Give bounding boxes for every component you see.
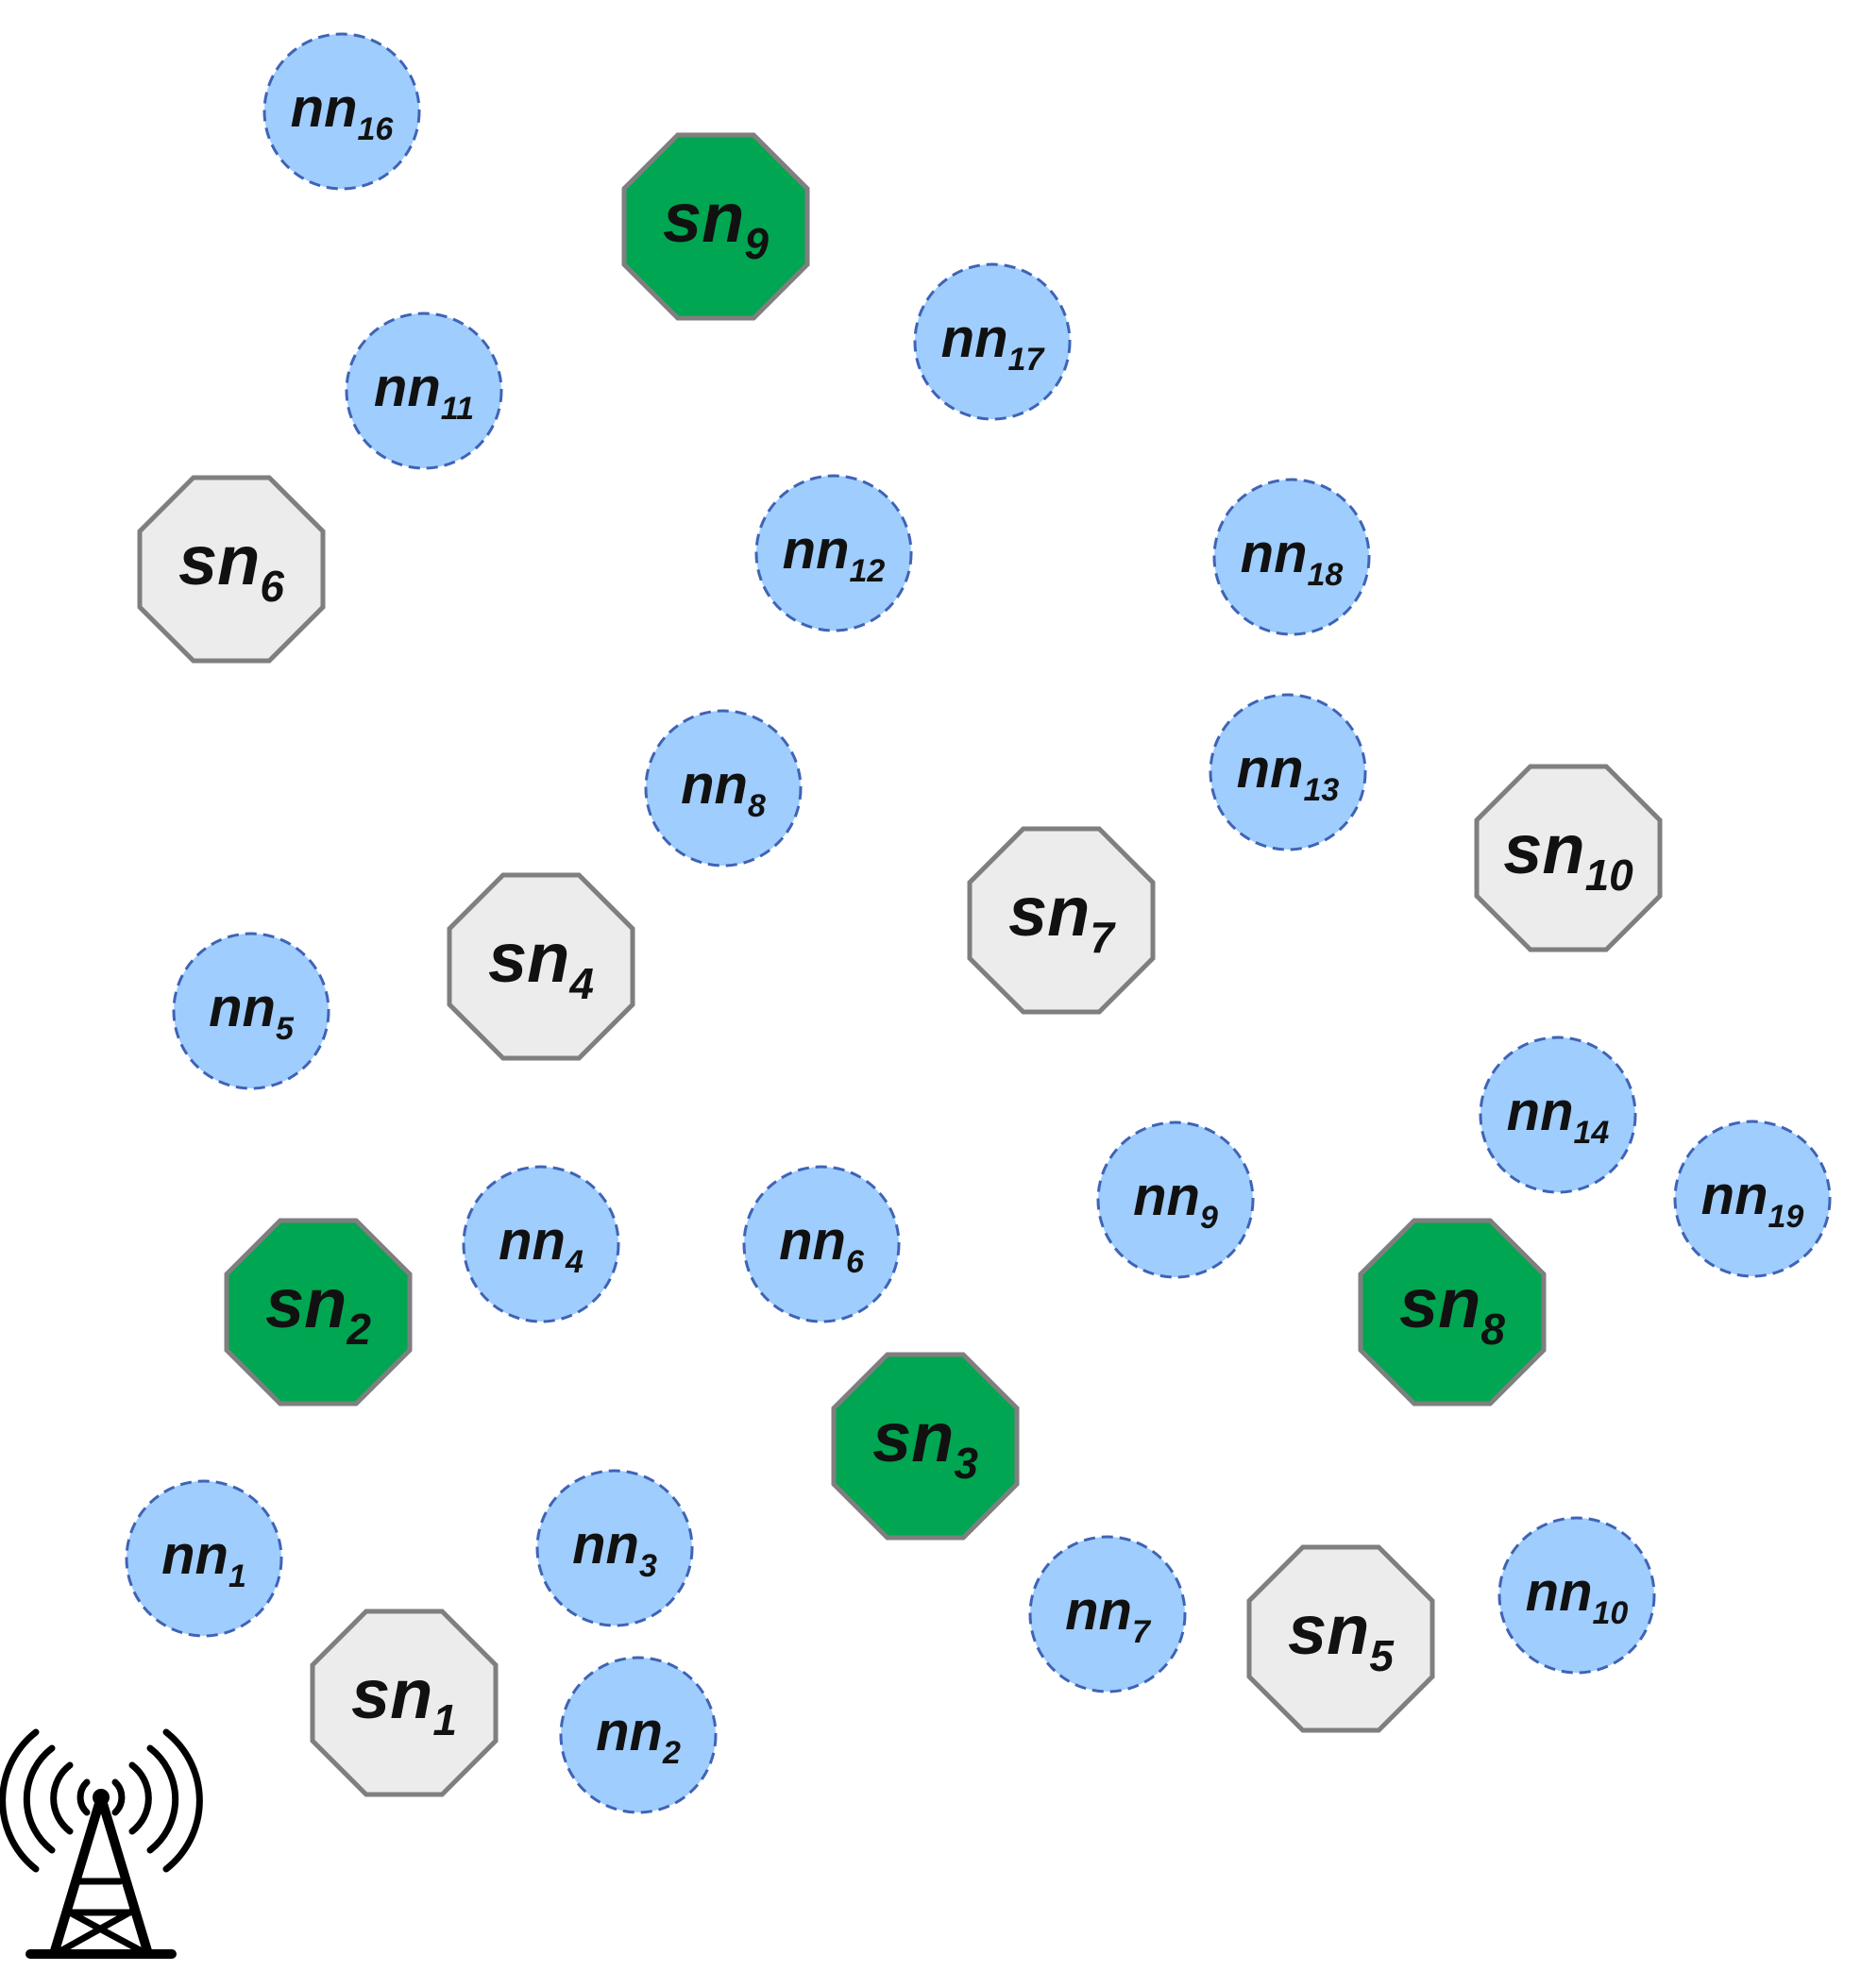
normal-node-nn10: nn10 [1497,1516,1656,1675]
sensor-node-sn6: sn6 [137,475,326,664]
normal-node-label: nn3 [572,1514,657,1584]
normal-node-circle [1209,693,1367,851]
normal-node-label: nn17 [941,308,1046,378]
normal-node-label: nn12 [783,519,886,589]
normal-node-label: nn8 [681,754,766,824]
sensor-node-label: sn10 [1503,810,1633,900]
normal-node-circle [1479,1036,1637,1194]
sensor-node-octagon [137,475,326,664]
normal-node-nn9: nn9 [1096,1120,1255,1279]
normal-node-circle [1028,1535,1187,1693]
normal-node-circle [1673,1120,1832,1278]
sensor-node-octagon [967,826,1156,1015]
normal-node-circle [1497,1516,1656,1675]
normal-node-nn11: nn11 [345,312,503,470]
sensor-node-octagon [447,872,635,1061]
normal-node-circle [535,1469,694,1627]
sensor-node-label: sn7 [1008,872,1116,962]
sensor-node-label: sn9 [663,178,769,268]
normal-node-nn5: nn5 [172,932,330,1090]
normal-node-circle [913,262,1072,421]
normal-node-label: nn10 [1526,1561,1629,1631]
sensor-node-sn1: sn1 [310,1609,499,1797]
sensor-node-sn5: sn5 [1246,1544,1435,1733]
sensor-node-octagon [1474,764,1663,952]
normal-node-label: nn4 [499,1210,584,1280]
normal-node-label: nn9 [1133,1166,1218,1236]
normal-node-nn13: nn13 [1209,693,1367,851]
normal-node-label: nn2 [596,1701,681,1771]
sensor-node-octagon [621,132,810,321]
normal-node-circle [262,32,421,191]
sensor-node-octagon [310,1609,499,1797]
normal-node-circle [742,1165,901,1323]
sensor-node-octagon [224,1218,413,1407]
normal-node-circle [559,1656,718,1814]
normal-node-circle [644,709,803,868]
sensor-node-octagon [831,1352,1020,1541]
normal-node-circle [125,1479,283,1638]
normal-node-nn18: nn18 [1212,478,1371,636]
sensor-node-layer: sn9 sn6 sn10 sn7 sn4 sn2 sn8 sn3 sn5 sn1 [137,132,1663,1797]
normal-node-label: nn1 [161,1525,246,1594]
normal-node-layer: nn16 nn11 nn17 nn12 nn18 nn8 nn13 nn5 nn14 nn19 nn… [125,32,1832,1814]
sensor-node-label: sn3 [872,1398,978,1488]
normal-node-label: nn6 [779,1210,865,1280]
normal-node-label: nn11 [374,357,474,427]
sensor-node-sn7: sn7 [967,826,1156,1015]
normal-node-label: nn7 [1065,1580,1152,1650]
normal-node-label: nn19 [1701,1165,1804,1235]
sensor-node-label: sn5 [1288,1591,1395,1680]
sensor-node-sn9: sn9 [621,132,810,321]
normal-node-nn8: nn8 [644,709,803,868]
sensor-node-sn8: sn8 [1358,1218,1547,1407]
normal-node-label: nn5 [209,977,295,1047]
normal-node-circle [462,1165,620,1323]
normal-node-circle [1212,478,1371,636]
sensor-node-label: sn4 [488,918,594,1008]
normal-node-nn4: nn4 [462,1165,620,1323]
sensor-node-sn4: sn4 [447,872,635,1061]
normal-node-label: nn14 [1507,1081,1610,1151]
normal-node-nn3: nn3 [535,1469,694,1627]
normal-node-nn14: nn14 [1479,1036,1637,1194]
normal-node-nn12: nn12 [754,474,913,632]
normal-node-nn16: nn16 [262,32,421,191]
normal-node-nn17: nn17 [913,262,1072,421]
sensor-node-label: sn2 [265,1264,371,1354]
antenna-tower-icon [0,1728,203,1959]
normal-node-nn7: nn7 [1028,1535,1187,1693]
sensor-node-octagon [1246,1544,1435,1733]
normal-node-nn2: nn2 [559,1656,718,1814]
normal-node-circle [754,474,913,632]
normal-node-nn6: nn6 [742,1165,901,1323]
normal-node-label: nn13 [1237,738,1340,808]
normal-node-nn1: nn1 [125,1479,283,1638]
normal-node-circle [172,932,330,1090]
sensor-node-sn3: sn3 [831,1352,1020,1541]
normal-node-label: nn16 [291,77,395,147]
normal-node-label: nn18 [1241,523,1344,593]
sensor-node-sn2: sn2 [224,1218,413,1407]
sensor-node-octagon [1358,1218,1547,1407]
sensor-node-sn10: sn10 [1474,764,1663,952]
sensor-node-label: sn6 [178,521,284,611]
normal-node-circle [345,312,503,470]
sensor-node-label: sn8 [1399,1264,1505,1354]
normal-node-circle [1096,1120,1255,1279]
sensor-node-label: sn1 [351,1655,457,1744]
normal-node-nn19: nn19 [1673,1120,1832,1278]
